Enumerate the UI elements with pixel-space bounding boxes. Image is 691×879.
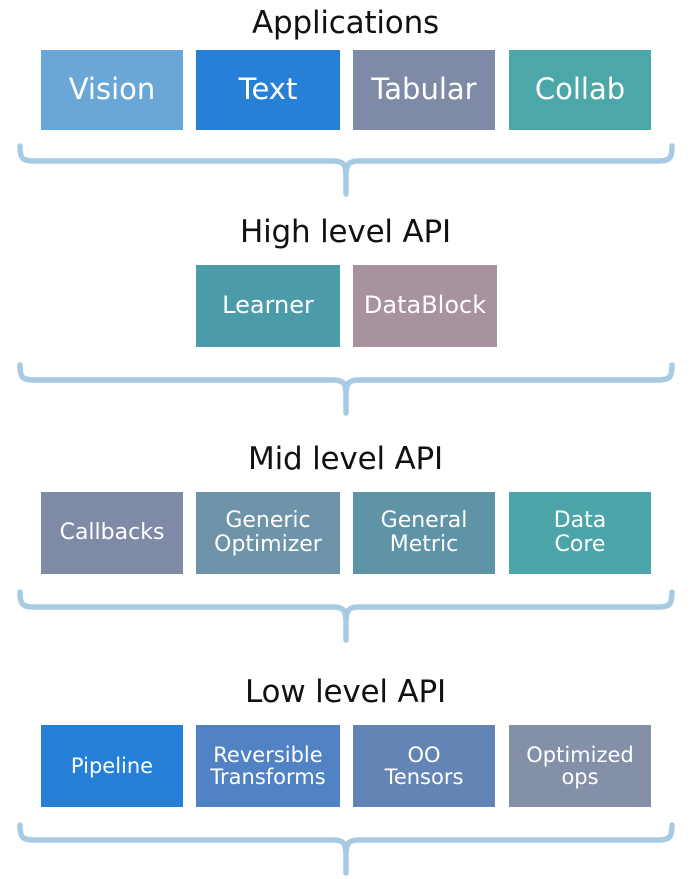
layer-high-level-api: High level API Learner DataBlock [0,213,691,416]
layer-title-low-level-api: Low level API [245,674,446,710]
node-general-metric[interactable]: General Metric [353,492,495,574]
node-reversible-transforms[interactable]: Reversible Transforms [196,725,340,807]
node-datablock[interactable]: DataBlock [353,265,497,347]
node-collab[interactable]: Collab [509,50,651,130]
brace-applications [0,142,691,198]
node-learner[interactable]: Learner [196,265,340,347]
node-row-low-level-api: Pipeline Reversible Transforms OO Tensor… [0,725,691,807]
node-pipeline[interactable]: Pipeline [41,725,183,807]
brace-low-level-api [0,821,691,877]
node-optimized-ops[interactable]: Optimized ops [509,725,651,807]
layer-mid-level-api: Mid level API Callbacks Generic Optimize… [0,440,691,643]
node-vision[interactable]: Vision [41,50,183,130]
node-row-high-level-api: Learner DataBlock [0,265,691,347]
node-row-applications: Vision Text Tabular Collab [0,50,691,132]
node-oo-tensors[interactable]: OO Tensors [353,725,495,807]
layer-title-applications: Applications [252,5,439,41]
brace-mid-level-api [0,588,691,644]
node-row-mid-level-api: Callbacks Generic Optimizer General Metr… [0,492,691,574]
node-generic-optimizer[interactable]: Generic Optimizer [196,492,340,574]
node-tabular[interactable]: Tabular [353,50,495,130]
brace-high-level-api [0,361,691,417]
layer-low-level-api: Low level API Pipeline Reversible Transf… [0,673,691,876]
layer-title-mid-level-api: Mid level API [248,441,443,477]
node-callbacks[interactable]: Callbacks [41,492,183,574]
layer-applications: Applications Vision Text Tabular Collab [0,4,691,197]
layer-title-high-level-api: High level API [240,214,451,250]
node-data-core[interactable]: Data Core [509,492,651,574]
node-text[interactable]: Text [196,50,340,130]
